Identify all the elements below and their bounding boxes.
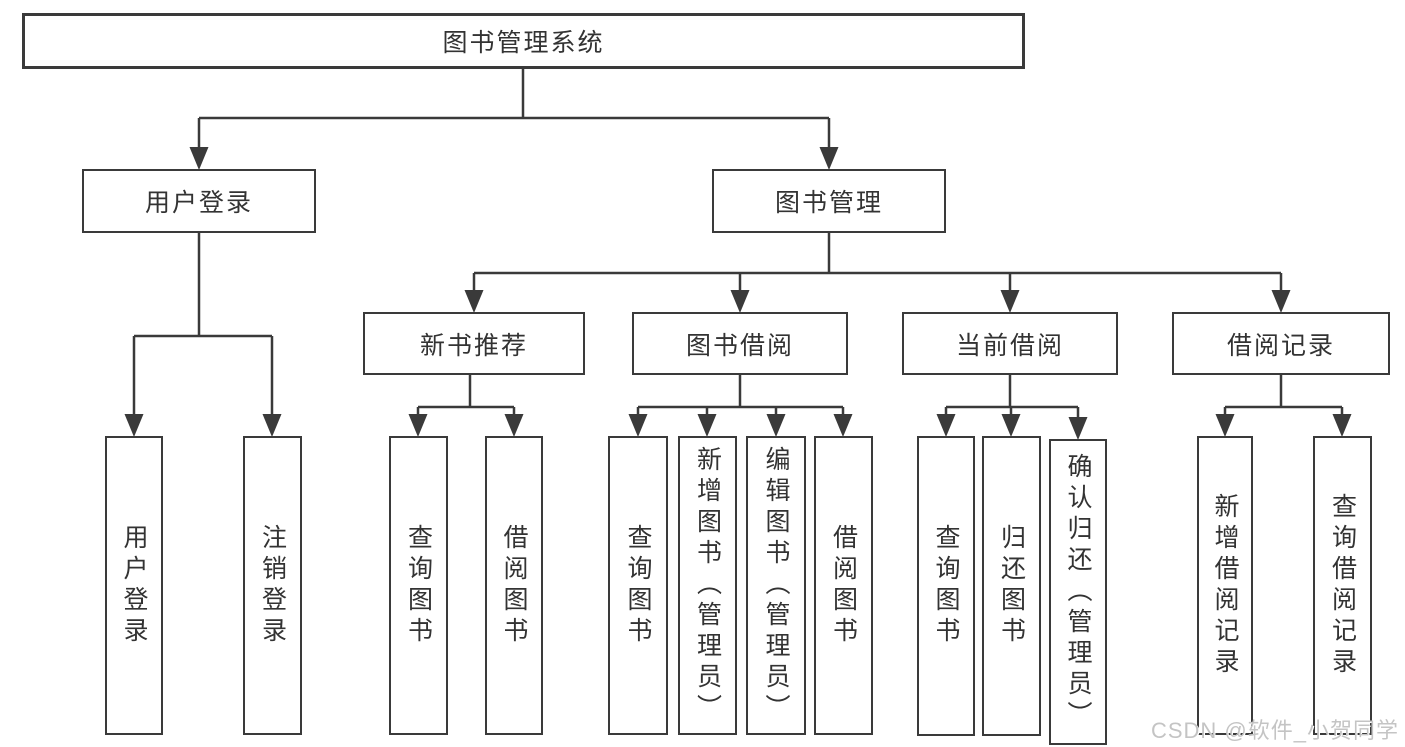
node-label: 借阅记录	[1226, 331, 1335, 360]
node-label: 归还图书	[997, 524, 1026, 648]
node-label: 图书管理系统	[442, 29, 605, 57]
node-library-management-system: 图书管理系统	[22, 13, 1025, 69]
node-label: 查询图书	[404, 523, 433, 648]
node-book-management-branch: 图书管理	[712, 169, 946, 233]
leaf-query-borrow-record: 查询借阅记录	[1313, 436, 1372, 735]
node-label: 借阅图书	[500, 523, 528, 648]
node-label: 新增借阅记录	[1211, 492, 1239, 679]
leaf-edit-books-admin: 编辑图书（管理员）	[746, 436, 806, 735]
node-label: 当前借阅	[955, 331, 1064, 360]
node-label: 查询图书	[932, 524, 960, 648]
node-label: 查询图书	[624, 523, 652, 648]
leaf-borrow-books: 借阅图书	[814, 436, 873, 735]
node-label: 图书借阅	[685, 331, 794, 360]
node-book-borrowing: 图书借阅	[632, 312, 848, 375]
leaf-borrow-books-newbook: 借阅图书	[485, 436, 543, 735]
node-label: 借阅图书	[829, 523, 858, 648]
leaf-query-books-current: 查询图书	[917, 436, 975, 736]
node-label: 注销登录	[258, 523, 287, 648]
leaf-logout: 注销登录	[243, 436, 302, 735]
leaf-query-books-newbook: 查询图书	[389, 436, 448, 735]
leaf-add-books-admin: 新增图书（管理员）	[678, 436, 737, 735]
leaf-return-books: 归还图书	[982, 436, 1041, 736]
node-label: 编辑图书（管理员）	[762, 446, 790, 725]
node-label: 新增图书（管理员）	[693, 446, 722, 725]
leaf-confirm-return-admin: 确认归还（管理员）	[1049, 439, 1107, 745]
node-user-login-branch: 用户登录	[82, 169, 316, 233]
node-current-borrowing: 当前借阅	[902, 312, 1118, 375]
node-new-book-recommendation: 新书推荐	[363, 312, 585, 375]
node-label: 新书推荐	[419, 331, 528, 360]
leaf-query-books-borrow: 查询图书	[608, 436, 668, 735]
node-label: 用户登录	[144, 189, 253, 217]
node-label: 用户登录	[120, 523, 148, 648]
leaf-user-login: 用户登录	[105, 436, 163, 735]
node-label: 确认归还（管理员）	[1064, 452, 1092, 732]
node-borrowing-records: 借阅记录	[1172, 312, 1390, 375]
node-label: 查询借阅记录	[1328, 492, 1357, 679]
csdn-watermark: CSDN @软件_小贺同学	[1150, 718, 1399, 743]
node-label: 图书管理	[774, 189, 883, 217]
leaf-add-borrow-record: 新增借阅记录	[1197, 436, 1253, 735]
